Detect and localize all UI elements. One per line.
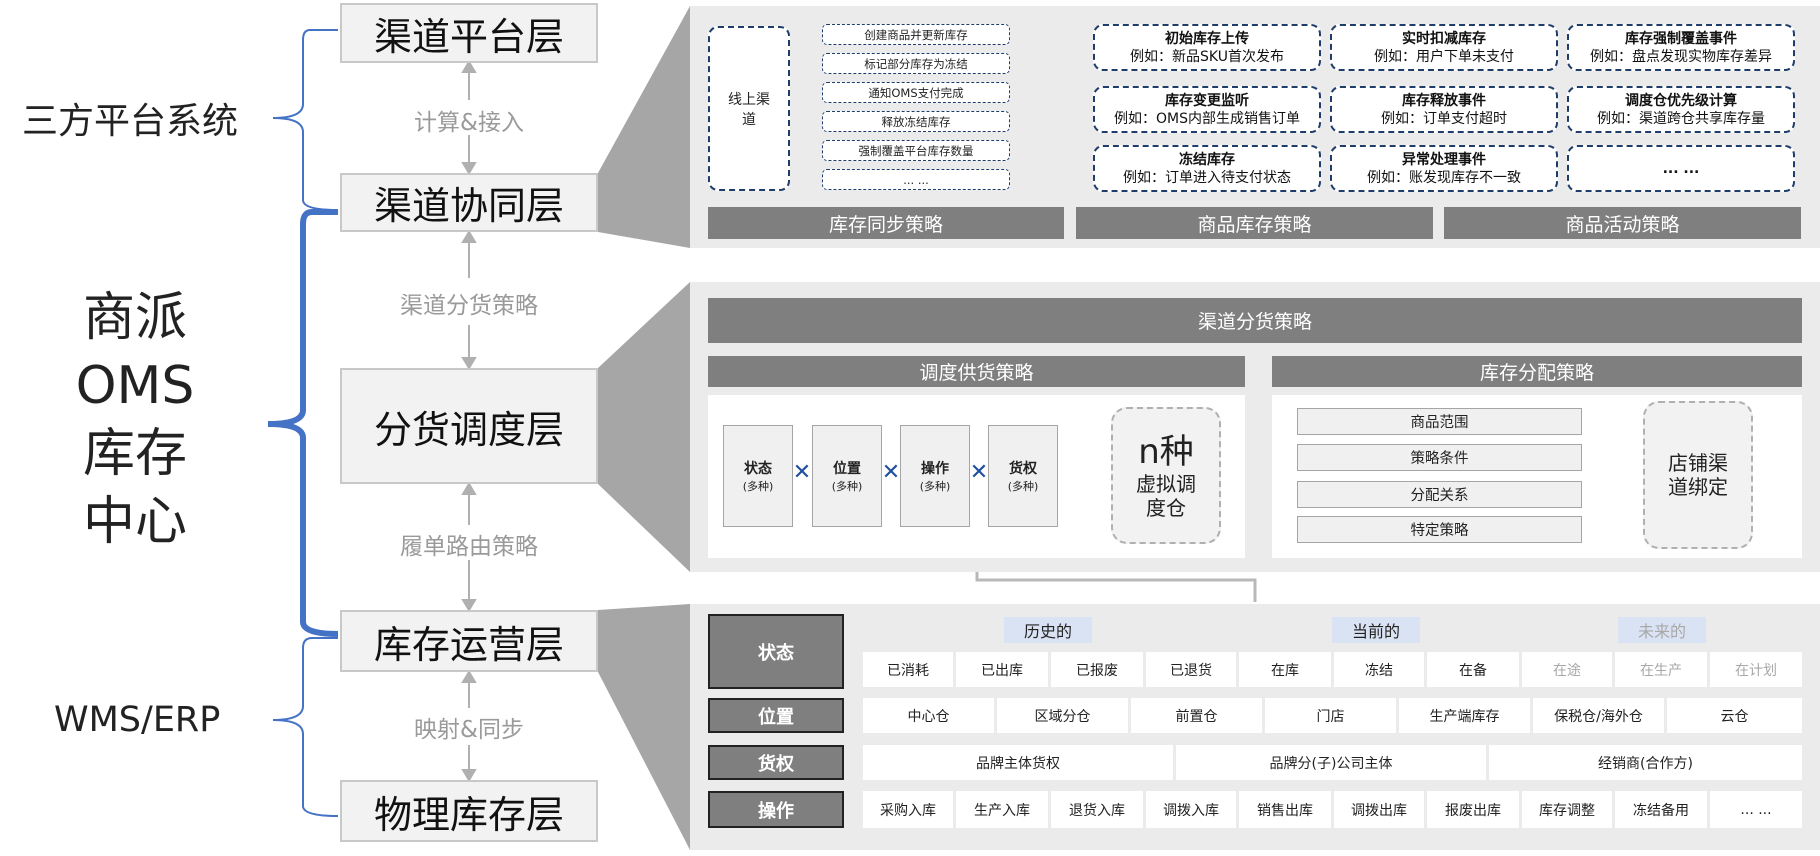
event-card: 冻结库存例如：订单进入待支付状态 bbox=[1093, 145, 1321, 192]
location-cell: 前置仓 bbox=[1131, 698, 1262, 733]
event-card: 异常处理事件例如：账发现库存不一致 bbox=[1330, 145, 1558, 192]
group-current: 当前的 bbox=[1332, 617, 1420, 643]
sync-item: 标记部分库存为冻结 bbox=[822, 53, 1010, 74]
layer-inventory-ops: 库存运营层 bbox=[340, 610, 598, 672]
event-card: 调度仓优先级计算例如：渠道跨仓共享库存量 bbox=[1567, 86, 1795, 133]
operation-cell: 退货入库 bbox=[1051, 791, 1143, 828]
state-cell: 在备 bbox=[1427, 652, 1519, 687]
third-party-label: 三方平台系统 bbox=[22, 101, 239, 142]
layer-channel-collab: 渠道协同层 bbox=[340, 173, 598, 232]
factor-state: 状态(多种) bbox=[723, 425, 793, 527]
factor-location: 位置(多种) bbox=[812, 425, 882, 527]
multiply-icon: ✕ bbox=[881, 460, 901, 485]
event-card: 实时扣减库存例如：用户下单未支付 bbox=[1330, 24, 1558, 71]
channel-distribution-header: 渠道分货策略 bbox=[708, 298, 1802, 343]
sync-item: 释放冻结库存 bbox=[822, 111, 1010, 132]
event-card: 库存变更监听例如：OMS内部生成销售订单 bbox=[1093, 86, 1321, 133]
equals-icon bbox=[1068, 460, 1102, 488]
event-card: 库存释放事件例如：订单支付超时 bbox=[1330, 86, 1558, 133]
operation-cell-more: ... ... bbox=[1710, 791, 1802, 828]
wms-erp-label: WMS/ERP bbox=[54, 700, 221, 740]
state-cell: 在计划 bbox=[1710, 652, 1802, 687]
state-cell: 冻结 bbox=[1334, 652, 1424, 687]
factor-operation: 操作(多种) bbox=[900, 425, 970, 527]
connector-compute-access: 计算&接入 bbox=[414, 110, 524, 136]
ownership-cell: 品牌分(子)公司主体 bbox=[1176, 745, 1486, 780]
dispatch-supply-header: 调度供货策略 bbox=[708, 356, 1245, 387]
label-state: 状态 bbox=[708, 614, 844, 689]
event-card: 库存强制覆盖事件例如：盘点发现实物库存差异 bbox=[1567, 24, 1795, 71]
rule-product-scope: 商品范围 bbox=[1297, 408, 1582, 435]
bar-inventory-sync: 库存同步策略 bbox=[708, 207, 1064, 239]
state-cell: 已报废 bbox=[1051, 652, 1143, 687]
bar-product-activity: 商品活动策略 bbox=[1444, 207, 1801, 239]
event-card: 初始库存上传例如：新品SKU首次发布 bbox=[1093, 24, 1321, 71]
layer-allocation: 分货调度层 bbox=[340, 368, 598, 484]
state-cell: 在库 bbox=[1239, 652, 1331, 687]
virtual-warehouse-box: n种 虚拟调度仓 bbox=[1111, 407, 1221, 544]
state-cell: 已出库 bbox=[956, 652, 1048, 687]
connector-mapping-sync: 映射&同步 bbox=[414, 717, 524, 743]
operation-cell: 采购入库 bbox=[863, 791, 953, 828]
location-cell: 生产端库存 bbox=[1399, 698, 1530, 733]
multiply-icon: ✕ bbox=[969, 460, 989, 485]
connector-channel-distribution: 渠道分货策略 bbox=[400, 293, 538, 319]
operation-cell: 生产入库 bbox=[956, 791, 1048, 828]
rule-relations: 分配关系 bbox=[1297, 481, 1582, 508]
shop-channel-binding-box: 店铺渠道绑定 bbox=[1643, 401, 1753, 549]
layer-channel-platform: 渠道平台层 bbox=[340, 3, 598, 63]
location-cell: 保税仓/海外仓 bbox=[1533, 698, 1664, 733]
location-cell: 区域分仓 bbox=[997, 698, 1128, 733]
location-cell: 中心仓 bbox=[863, 698, 994, 733]
operation-cell: 调拨出库 bbox=[1334, 791, 1424, 828]
location-cell: 云仓 bbox=[1667, 698, 1802, 733]
factor-ownership: 货权(多种) bbox=[988, 425, 1058, 527]
layer-physical: 物理库存层 bbox=[340, 780, 598, 842]
rule-conditions: 策略条件 bbox=[1297, 444, 1582, 471]
label-location: 位置 bbox=[708, 698, 844, 733]
operation-cell: 调拨入库 bbox=[1146, 791, 1236, 828]
label-ownership: 货权 bbox=[708, 745, 844, 780]
sync-item: 通知OMS支付完成 bbox=[822, 82, 1010, 103]
sync-item: ... ... bbox=[822, 169, 1010, 190]
operation-cell: 销售出库 bbox=[1239, 791, 1331, 828]
operation-cell: 报废出库 bbox=[1427, 791, 1519, 828]
group-future: 未来的 bbox=[1618, 617, 1706, 643]
event-card-more: ... ... bbox=[1567, 145, 1795, 192]
state-cell: 已消耗 bbox=[863, 652, 953, 687]
state-cell: 在途 bbox=[1522, 652, 1612, 687]
operation-cell: 库存调整 bbox=[1522, 791, 1612, 828]
inventory-allocation-header: 库存分配策略 bbox=[1272, 356, 1802, 387]
sync-icon bbox=[1034, 88, 1084, 133]
ownership-cell: 经销商(合作方) bbox=[1489, 745, 1802, 780]
sync-item: 创建商品并更新库存 bbox=[822, 24, 1010, 45]
online-channel-box: 线上渠道 bbox=[708, 26, 790, 191]
multiply-icon: ✕ bbox=[792, 460, 812, 485]
group-history: 历史的 bbox=[1004, 617, 1092, 643]
sync-item: 强制覆盖平台库存数量 bbox=[822, 140, 1010, 161]
state-cell: 在生产 bbox=[1615, 652, 1707, 687]
rule-specific: 特定策略 bbox=[1297, 516, 1582, 543]
bar-product-inventory: 商品库存策略 bbox=[1076, 207, 1433, 239]
ownership-cell: 品牌主体货权 bbox=[863, 745, 1173, 780]
label-operation: 操作 bbox=[708, 791, 844, 828]
connector-fulfillment-routing: 履单路由策略 bbox=[400, 534, 538, 560]
operation-cell: 冻结备用 bbox=[1615, 791, 1707, 828]
state-cell: 已退货 bbox=[1146, 652, 1236, 687]
location-cell: 门店 bbox=[1265, 698, 1396, 733]
